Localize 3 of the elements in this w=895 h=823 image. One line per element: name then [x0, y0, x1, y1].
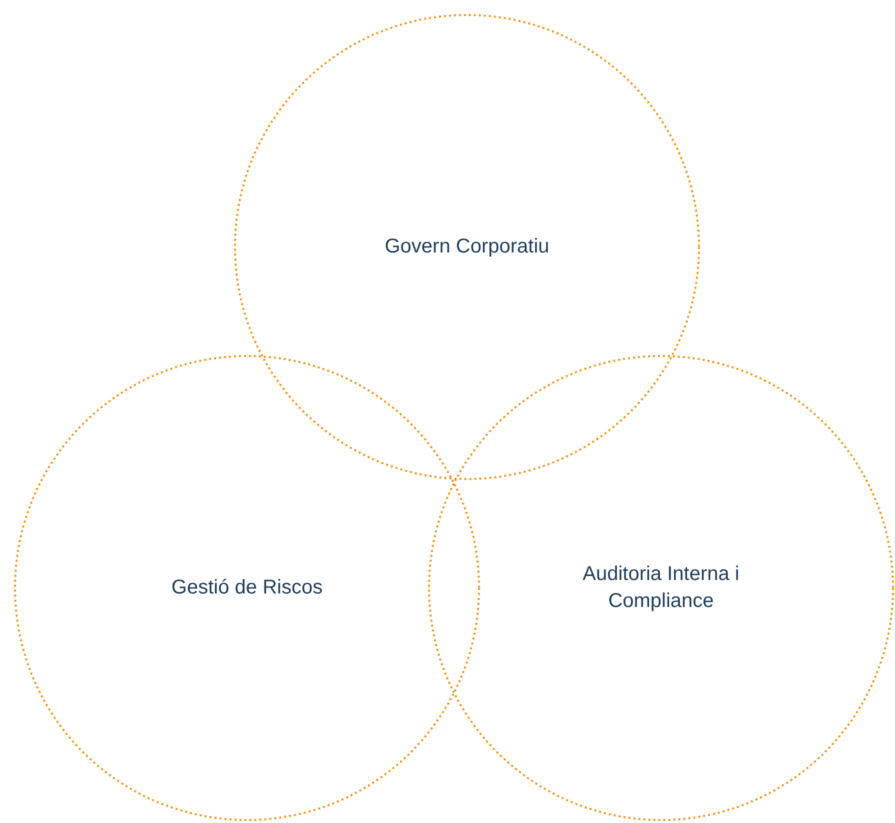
circle-label: Gestió de Riscos — [170, 576, 324, 600]
circle-label: Govern Corporatiu — [384, 234, 550, 260]
circle-label: Auditoria Interna i Compliance — [582, 562, 740, 614]
